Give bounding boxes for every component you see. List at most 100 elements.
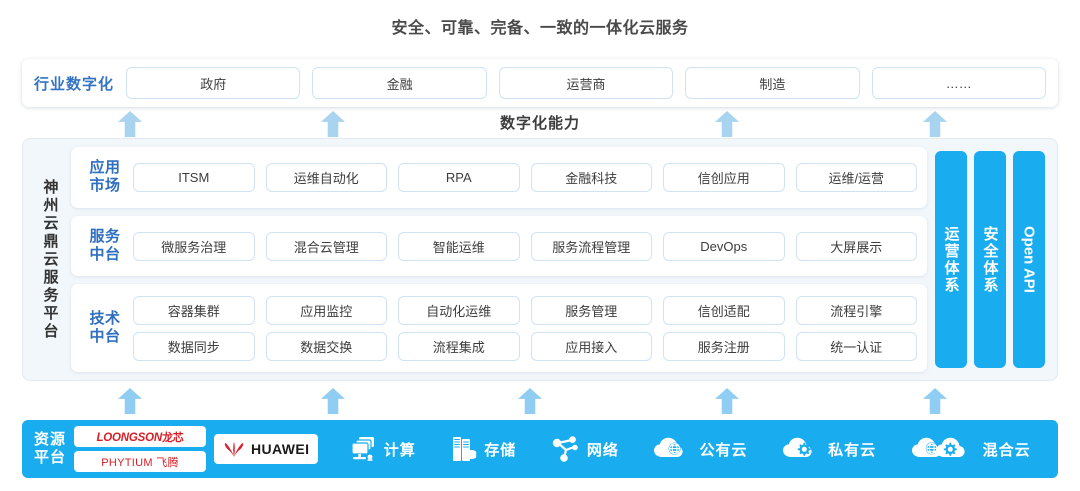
cell-xinchuang-app[interactable]: 信创应用 [663,162,785,192]
row-items-application-market: ITSM 运维自动化 RPA 金融科技 信创应用 运维/运营 [133,162,917,192]
resource-platform-bar: 资源 平台 LOONGSON龙芯 PHYTIUM 飞腾 HUAWEI [22,420,1058,478]
cell-service-management[interactable]: 服务管理 [530,295,652,325]
digital-capability-label: 数字化能力 [499,115,580,132]
phytium-logo-en: PHYTIUM [101,456,153,469]
cell-process-engine[interactable]: 流程引擎 [795,295,917,325]
resource-item-private-cloud-label: 私有云 [828,441,877,459]
pillar-open-api[interactable]: Open API [1013,151,1045,368]
cloud-service-platform-panel: 神州云鼎云服务平台 应用 市场 ITSM 运维自动化 RPA 金融科技 [22,138,1058,381]
cell-application-access[interactable]: 应用接入 [530,331,652,361]
industry-item-operator[interactable]: 运营商 [498,67,674,99]
row-label-line1: 应用 [89,159,121,177]
resource-item-hybrid-cloud-label: 混合云 [982,441,1031,459]
row-items-technical-middle-platform: 容器集群 应用监控 自动化运维 服务管理 信创适配 流程引擎 数据同步 数据交换… [133,295,917,361]
pillar-open-api-label: Open API [1020,226,1038,293]
resource-label-line1: 资源 [34,430,67,448]
public-cloud-icon [654,437,684,457]
industry-item-manufacturing[interactable]: 制造 [685,67,860,99]
row-technical-middle-platform: 技术 中台 容器集群 应用监控 自动化运维 服务管理 信创适配 流程引擎 [71,284,927,372]
cell-itsm[interactable]: ITSM [133,162,255,192]
up-arrow-bottom-5 [923,388,947,414]
cell-hybrid-cloud-management[interactable]: 混合云管理 [265,231,387,261]
cell-process-integration[interactable]: 流程集成 [398,331,520,361]
network-icon [552,436,578,462]
compute-icon [351,437,374,461]
row-label-line2: 中台 [89,328,121,346]
pillar-security-system[interactable]: 安全体系 [974,151,1006,368]
cell-application-monitoring[interactable]: 应用监控 [265,295,387,325]
row-label-line2: 市场 [89,177,121,195]
cell-devops[interactable]: DevOps [663,231,785,261]
cell-fintech[interactable]: 金融科技 [530,162,652,192]
resource-items: 计算 [330,435,1048,463]
huawei-logo: HUAWEI [214,434,319,464]
cell-data-sync[interactable]: 数据同步 [133,331,255,361]
up-arrow-bottom-4 [715,388,739,414]
cell-xinchuang-adaptation[interactable]: 信创适配 [663,295,785,325]
private-cloud-icon [783,437,812,457]
resource-item-storage[interactable]: 存储 [450,435,516,463]
item-line: 容器集群 应用监控 自动化运维 服务管理 信创适配 流程引擎 [133,295,917,325]
pillar-security-system-label: 安全体系 [981,225,999,294]
industry-digitalization-band: 行业数字化 政府 金融 运营商 制造 …… [22,59,1058,107]
storage-icon [453,437,477,461]
cell-ops-operations[interactable]: 运维/运营 [795,162,917,192]
phytium-logo-cn: 飞腾 [156,456,179,469]
cell-intelligent-ops[interactable]: 智能运维 [398,231,520,261]
row-label-line1: 服务 [89,227,121,245]
cell-rpa[interactable]: RPA [398,162,520,192]
item-line: 微服务治理 混合云管理 智能运维 服务流程管理 DevOps 大屏展示 [133,231,917,261]
cell-automated-ops[interactable]: 自动化运维 [398,295,520,325]
platform-side-label-text: 神州云鼎云服务平台 [41,178,59,341]
cell-large-screen-display[interactable]: 大屏展示 [795,231,917,261]
phytium-logo: PHYTIUM 飞腾 [74,451,207,472]
loongson-logo-cn: 龙芯 [161,431,184,444]
huawei-flower-icon [224,441,244,457]
cell-data-exchange[interactable]: 数据交换 [265,331,387,361]
resource-item-storage-label: 存储 [484,441,517,459]
row-application-market: 应用 市场 ITSM 运维自动化 RPA 金融科技 信创应用 运维/运营 [71,147,927,208]
resource-item-hybrid-cloud[interactable]: 混合云 [911,436,1031,462]
row-service-middle-platform: 服务 中台 微服务治理 混合云管理 智能运维 服务流程管理 DevOps 大屏展… [71,215,927,277]
pillar-operations-system-label: 运营体系 [942,225,960,294]
resource-item-compute-label: 计算 [383,441,416,459]
cell-ops-automation[interactable]: 运维自动化 [265,162,387,192]
resource-item-private-cloud[interactable]: 私有云 [782,436,876,462]
resource-item-network[interactable]: 网络 [551,435,619,463]
cell-service-registration[interactable]: 服务注册 [663,331,785,361]
industry-item-more[interactable]: …… [871,67,1046,99]
platform-side-label: 神州云鼎云服务平台 [29,147,71,372]
cell-unified-authentication[interactable]: 统一认证 [795,331,917,361]
loongson-logo: LOONGSON龙芯 [74,426,207,447]
resource-item-network-label: 网络 [586,441,619,459]
row-label-line2: 中台 [89,246,121,264]
chip-vendor-logos: LOONGSON龙芯 PHYTIUM 飞腾 [74,426,207,472]
cell-microservice-governance[interactable]: 微服务治理 [133,231,255,261]
row-label-line1: 技术 [89,309,121,327]
resource-item-public-cloud-label: 公有云 [699,441,748,459]
resource-label-line2: 平台 [34,449,67,466]
huawei-logo-text: HUAWEI [251,441,310,457]
resource-item-public-cloud[interactable]: 公有云 [653,436,747,462]
row-label-application-market: 应用 市场 [77,159,133,196]
row-label-technical-middle-platform: 技术 中台 [77,310,133,347]
platform-rows: 应用 市场 ITSM 运维自动化 RPA 金融科技 信创应用 运维/运营 [71,147,927,372]
industry-items: 政府 金融 运营商 制造 …… [126,67,1046,99]
up-arrow-bottom-1 [118,388,142,414]
cell-container-cluster[interactable]: 容器集群 [133,295,255,325]
page-title: 安全、可靠、完备、一致的一体化云服务 [391,20,689,37]
loongson-logo-en: LOONGSON [96,431,162,444]
hybrid-cloud-icon [911,437,965,457]
industry-band-label: 行业数字化 [34,75,115,93]
industry-item-government[interactable]: 政府 [126,67,301,99]
resource-platform-label: 资源 平台 [34,431,66,468]
up-arrow-bottom-3 [518,388,542,414]
resource-item-compute[interactable]: 计算 [348,435,416,463]
row-items-service-middle-platform: 微服务治理 混合云管理 智能运维 服务流程管理 DevOps 大屏展示 [133,231,917,261]
industry-item-finance[interactable]: 金融 [312,67,487,99]
platform-main-area: 应用 市场 ITSM 运维自动化 RPA 金融科技 信创应用 运维/运营 [71,147,1047,372]
cell-service-process-management[interactable]: 服务流程管理 [530,231,652,261]
item-line: ITSM 运维自动化 RPA 金融科技 信创应用 运维/运营 [133,162,917,192]
pillar-operations-system[interactable]: 运营体系 [935,151,967,368]
